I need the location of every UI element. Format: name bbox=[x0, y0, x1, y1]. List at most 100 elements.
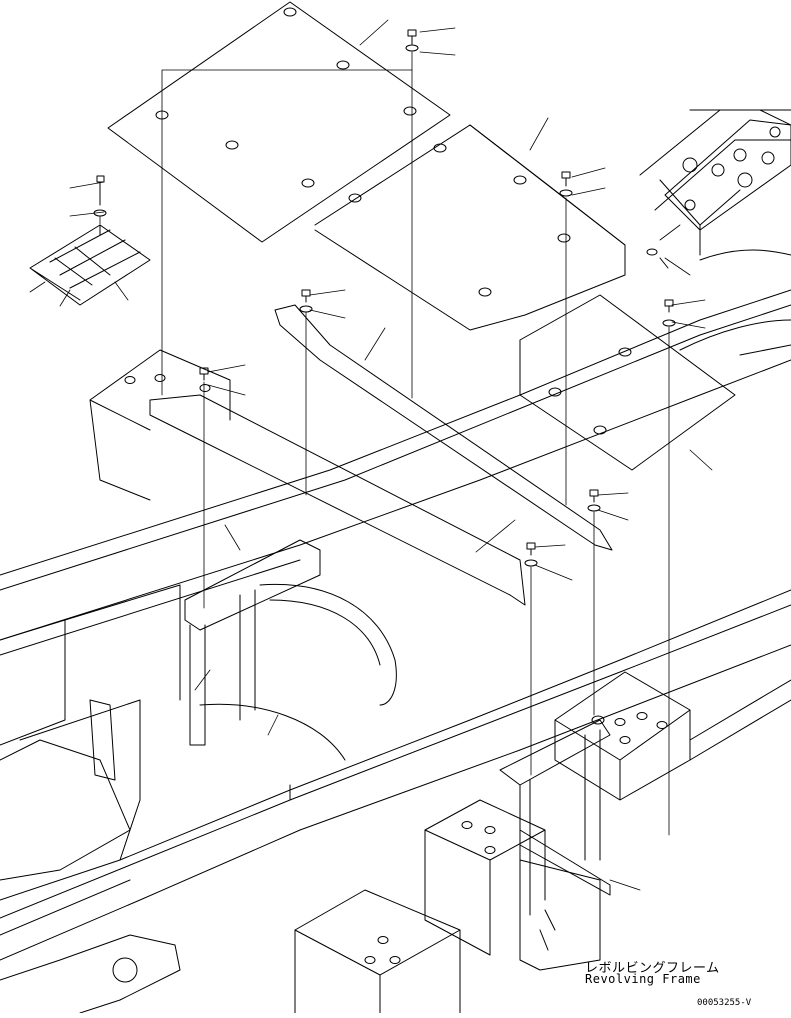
guide-line bbox=[161, 69, 413, 396]
frame-right-block bbox=[554, 671, 691, 801]
leader-line bbox=[529, 117, 549, 151]
leader-line bbox=[69, 181, 105, 189]
caption-japanese: レボルビングフレーム bbox=[585, 961, 720, 976]
plate-hole bbox=[364, 956, 376, 964]
callout-leaders bbox=[29, 19, 713, 891]
bolt bbox=[559, 171, 573, 197]
leader-line bbox=[597, 492, 629, 496]
plate-hole bbox=[656, 721, 668, 729]
frame-lower-beam bbox=[0, 359, 791, 656]
plate-middle bbox=[314, 124, 626, 331]
leader-line bbox=[597, 509, 629, 521]
frame-right-rail-lower bbox=[689, 679, 791, 761]
leader-line bbox=[609, 879, 641, 891]
leader-line bbox=[59, 289, 71, 307]
stand-left bbox=[184, 539, 321, 746]
frame-boom-plate bbox=[664, 119, 791, 231]
frame-right-hose bbox=[679, 249, 791, 356]
frame-bottom-box-c bbox=[519, 859, 601, 971]
leader-line bbox=[309, 289, 346, 296]
leader-line bbox=[194, 669, 211, 691]
boom-plate-hole bbox=[769, 126, 781, 138]
plate-hole bbox=[283, 7, 297, 17]
cross-member-long bbox=[274, 304, 613, 551]
plate-hole bbox=[478, 287, 492, 297]
plate-hole bbox=[548, 387, 562, 397]
plate-hole bbox=[199, 384, 211, 392]
leader-line bbox=[571, 167, 606, 178]
plates bbox=[29, 1, 736, 471]
plate-hole bbox=[348, 193, 362, 203]
frame-corner bbox=[0, 934, 181, 1014]
plate-middle-ridge bbox=[469, 124, 626, 246]
frame-front-rail-lower bbox=[0, 644, 791, 961]
leader-line bbox=[267, 714, 279, 736]
leader-line bbox=[419, 27, 456, 33]
plate-hole bbox=[557, 233, 571, 243]
plate-hole bbox=[591, 715, 605, 725]
plate-hole bbox=[484, 846, 496, 854]
bolt bbox=[405, 29, 419, 52]
plate-hole bbox=[484, 826, 496, 834]
cross-members bbox=[149, 304, 613, 916]
boom-plate-hole bbox=[737, 172, 753, 188]
leader-line bbox=[534, 564, 573, 581]
leader-line bbox=[671, 321, 706, 329]
leader-line bbox=[309, 309, 346, 319]
leader-line bbox=[207, 364, 246, 373]
plate-hole bbox=[614, 718, 626, 726]
plate-hole bbox=[301, 178, 315, 188]
leader-line bbox=[571, 187, 606, 196]
plate-left-cover bbox=[29, 224, 151, 306]
leader-line bbox=[114, 281, 129, 301]
bolt bbox=[587, 489, 601, 512]
bolt bbox=[199, 367, 209, 381]
plate-top bbox=[107, 1, 451, 243]
leader-line bbox=[224, 524, 241, 551]
plate-holes bbox=[124, 7, 668, 964]
frame-swing-circle bbox=[259, 583, 397, 706]
frame-left-bracket bbox=[89, 699, 116, 781]
frame-center-curve bbox=[199, 703, 346, 761]
plate-hole bbox=[124, 376, 136, 384]
frame-front-rail bbox=[0, 589, 791, 936]
leader-line bbox=[475, 519, 516, 553]
plate-hole bbox=[336, 60, 350, 70]
plate-hole bbox=[461, 821, 473, 829]
leader-line bbox=[359, 19, 389, 46]
leader-line bbox=[69, 211, 105, 217]
boom-plate-hole bbox=[761, 151, 775, 165]
frame-boom-foot bbox=[639, 109, 791, 256]
leader-line bbox=[207, 384, 246, 396]
boom-plate-hole bbox=[733, 148, 747, 162]
stand-right-rail bbox=[519, 829, 611, 896]
frame-main-beam bbox=[0, 289, 791, 591]
plate-hole bbox=[636, 712, 648, 720]
fasteners bbox=[93, 29, 676, 951]
plate-hole bbox=[377, 936, 389, 944]
plate-hole bbox=[618, 347, 632, 357]
plate-hole bbox=[593, 425, 607, 435]
plate-hole bbox=[225, 140, 239, 150]
boom-plate-hole bbox=[711, 163, 725, 177]
boom-plate-hole bbox=[682, 157, 698, 173]
leader-line bbox=[419, 51, 456, 56]
leader-line bbox=[364, 327, 386, 361]
leader-line bbox=[29, 281, 46, 293]
bolt bbox=[299, 289, 313, 313]
drawing-code: 00053255-V bbox=[697, 998, 752, 1008]
revolving-frame bbox=[0, 109, 791, 1014]
frame-bottom-box-a bbox=[424, 799, 546, 956]
leader-line bbox=[671, 299, 706, 306]
cross-member-front bbox=[149, 394, 526, 606]
frame-back-block bbox=[89, 349, 231, 501]
leader-line bbox=[659, 224, 681, 241]
guide-lines bbox=[99, 51, 670, 836]
plate-left-cover-grid bbox=[49, 229, 141, 289]
bolt bbox=[662, 299, 676, 327]
leader-line bbox=[689, 449, 713, 471]
leader-line bbox=[534, 544, 566, 548]
caption-english: Revolving Frame bbox=[585, 972, 701, 986]
plate-right bbox=[519, 294, 736, 471]
